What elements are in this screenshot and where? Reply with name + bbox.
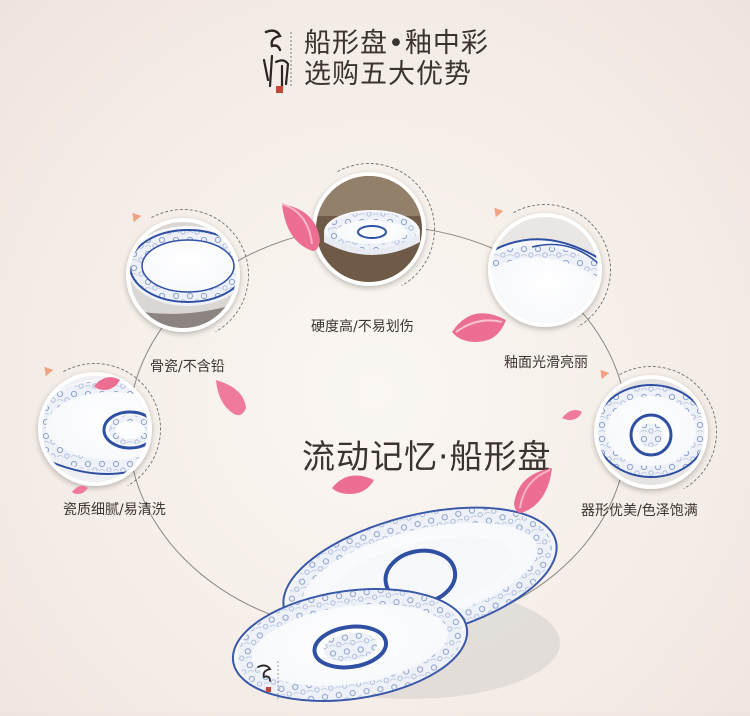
headline-line-1: 船形盘•釉中彩 [304,28,489,59]
petal-icon [281,203,320,251]
plate-closeup-image [126,218,240,332]
petal-icon [72,485,88,494]
feature-circle-glaze [464,189,626,351]
plate-closeup-image [488,213,602,327]
petal-icon [452,313,506,342]
feature-circle-bone-china [102,194,264,356]
brand-seal-icon [258,26,300,96]
feature-caption-glaze: 釉面光滑亮丽 [504,355,588,371]
pointer-triangle-icon [490,204,504,218]
feature-caption-shape: 器形优美/色泽饱满 [581,503,698,519]
feature-caption-bone-china: 骨瓷/不含铅 [150,359,225,375]
pointer-triangle-icon [128,209,142,223]
petal-icon [332,475,374,494]
plate-closeup-image [312,172,426,286]
feature-caption-hardness: 硬度高/不易划伤 [311,319,414,335]
petal-icon [216,380,246,416]
feature-caption-texture: 瓷质细腻/易清洗 [63,502,166,518]
pointer-triangle-icon [40,363,54,377]
petal-icon [514,468,552,513]
slogan: 流动记忆·船形盘 [302,437,552,476]
petal-icon [562,410,582,420]
petal-icon [94,377,120,390]
hero-plates-image [230,465,560,712]
feature-circle-shape [570,351,732,513]
headline-line-2: 选购五大优势 [304,59,472,90]
feature-circle-texture [14,348,176,510]
plate-closeup-image [594,375,708,489]
headline: 船形盘•釉中彩 选购五大优势 [304,28,489,90]
feature-circle-hardness [288,148,450,310]
brand-seal-icon [257,661,279,701]
